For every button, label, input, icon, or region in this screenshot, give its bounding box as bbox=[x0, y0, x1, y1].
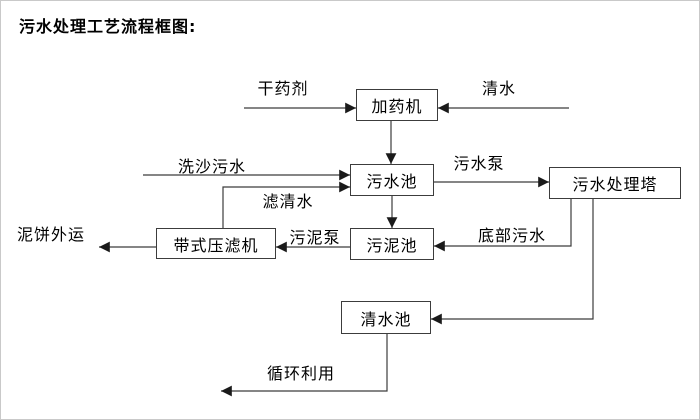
node-sewage-pool: 污水池 bbox=[350, 164, 434, 196]
node-sewage-treatment-tower: 污水处理塔 bbox=[549, 167, 681, 199]
flow-label-sewage-pump: 污水泵 bbox=[453, 154, 505, 173]
flow-label-clear-water: 清水 bbox=[481, 79, 517, 98]
flow-label-sludge-pump: 污泥泵 bbox=[289, 228, 341, 247]
node-belt-filter-press: 带式压滤机 bbox=[156, 228, 276, 259]
flow-label-filtered-water: 滤清水 bbox=[262, 192, 314, 211]
flow-label-bottom-sewage: 底部污水 bbox=[477, 226, 547, 245]
flow-arrow-clear-pool-to-recycle bbox=[221, 334, 388, 397]
flow-arrow-filtered-water-to-sewage-pool bbox=[222, 181, 351, 228]
flow-label-mud-cake-out: 泥饼外运 bbox=[16, 225, 86, 244]
flow-arrow-tower-bottom-to-sludge-pool bbox=[433, 199, 572, 252]
flow-arrow-tower-to-clear-water-pool bbox=[430, 199, 594, 325]
node-clear-water-pool: 清水池 bbox=[341, 301, 431, 334]
page-title: 污水处理工艺流程框图: bbox=[19, 17, 197, 36]
node-dosing-machine: 加药机 bbox=[356, 89, 438, 121]
flow-label-dry-chemical: 干药剂 bbox=[257, 79, 309, 98]
flow-label-sand-washing-sewage: 洗沙污水 bbox=[177, 157, 247, 176]
flow-label-recycle-use: 循环利用 bbox=[266, 364, 336, 383]
node-sludge-pool: 污泥池 bbox=[350, 228, 434, 260]
